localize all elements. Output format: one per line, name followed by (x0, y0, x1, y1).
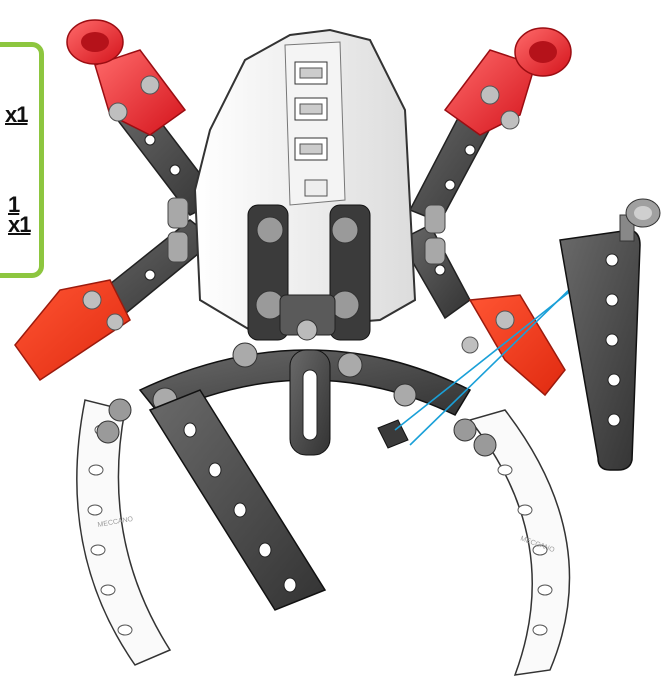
screw-part (620, 199, 660, 241)
loose-dark-strip (560, 230, 640, 470)
red-claw-top-right (445, 28, 571, 135)
red-claw-top-left (67, 20, 185, 135)
part-quantity-1: x1 (5, 102, 27, 128)
left-white-curved-strip: MECCANO (77, 400, 170, 665)
parts-list-box (0, 42, 44, 278)
red-claw-bottom-left (15, 280, 130, 380)
slotted-strip (290, 350, 330, 455)
white-head-body (195, 30, 415, 330)
part-quantity-3: x1 (8, 212, 30, 238)
